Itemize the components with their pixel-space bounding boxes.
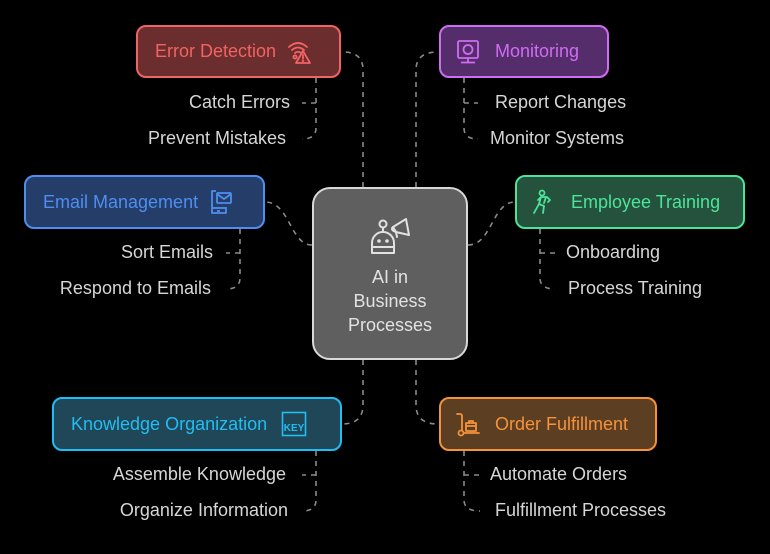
node-monitoring[interactable]: Monitoring [439, 25, 609, 78]
branch-monitoring [463, 78, 479, 140]
leaf-monitor-systems: Monitor Systems [490, 128, 625, 148]
node-label: Monitoring [495, 41, 580, 61]
node-label: Email Management [43, 191, 199, 212]
leaf-report-changes: Report Changes [495, 92, 627, 112]
connector-center-email-management [264, 201, 313, 246]
connector-center-employee-training [467, 201, 516, 246]
person-training-icon [531, 189, 557, 215]
branch-employee-training [539, 229, 556, 290]
branch-email-management [225, 229, 241, 290]
node-label: Employee Training [571, 191, 721, 212]
center-label-line-1: AI in [371, 267, 408, 287]
connector-center-monitoring [415, 51, 439, 187]
node-error-detection[interactable]: Error Detection [136, 25, 341, 78]
branch-order-fulfillment [463, 451, 481, 512]
svg-text:KEY: KEY [284, 423, 305, 434]
robot-megaphone-icon [364, 213, 416, 261]
leaf-process-training: Process Training [568, 278, 703, 298]
branch-error-detection [301, 78, 317, 140]
monitor-camera-icon [455, 39, 481, 65]
leaf-catch-errors: Catch Errors [188, 92, 290, 112]
leaf-sort-emails: Sort Emails [120, 242, 213, 262]
connector-center-error-detection [342, 51, 364, 187]
key-icon: KEY [281, 411, 307, 437]
leaf-onboarding: Onboarding [566, 242, 661, 262]
connector-center-order-fulfillment [415, 360, 439, 425]
center-node[interactable]: AI in Business Processes [312, 187, 468, 360]
center-label-line-2: Business [353, 291, 427, 311]
leaf-assemble-knowledge: Assemble Knowledge [112, 464, 286, 484]
node-order-fulfillment[interactable]: Order Fulfillment [439, 397, 657, 451]
connector-center-knowledge-organization [341, 360, 364, 425]
hand-truck-icon [455, 411, 481, 437]
center-label-line-3: Processes [347, 315, 433, 335]
leaf-organize-information: Organize Information [119, 500, 288, 520]
node-employee-training[interactable]: Employee Training [515, 175, 745, 229]
leaf-automate-orders: Automate Orders [490, 464, 628, 484]
node-label: Knowledge Organization [71, 413, 268, 434]
node-email-management[interactable]: Email Management [24, 175, 265, 229]
node-label: Error Detection [155, 41, 277, 61]
mobile-mail-icon [208, 189, 234, 215]
leaf-respond-to-emails: Respond to Emails [59, 278, 211, 298]
wifi-warning-icon [286, 39, 312, 65]
node-knowledge-organization[interactable]: Knowledge Organization KEY [52, 397, 342, 451]
branch-knowledge-organization [301, 451, 317, 512]
center-label: AI in Business Processes [348, 265, 432, 337]
node-label: Order Fulfillment [495, 413, 629, 434]
leaf-prevent-mistakes: Prevent Mistakes [147, 128, 286, 148]
leaf-fulfillment-processes: Fulfillment Processes [495, 500, 667, 520]
